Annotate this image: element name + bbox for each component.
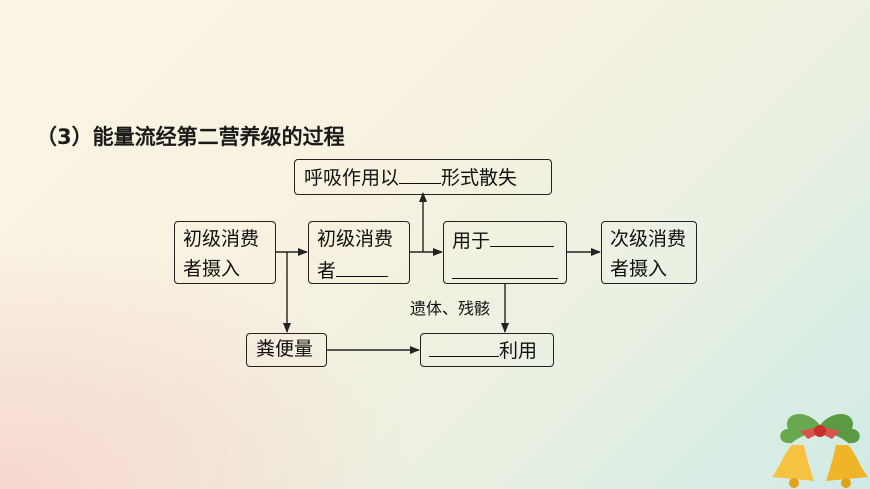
remains-label: 遗体、残骸 [410, 299, 491, 318]
primary-intake-line1: 初级消费 [183, 228, 260, 250]
used-for-box: 用于 [443, 221, 567, 284]
used-for-text: 用于 [452, 230, 491, 252]
page-title: （3）能量流经第二营养级的过程 [36, 125, 345, 149]
primary-consumer-assim-box: 初级消费 者 [308, 221, 410, 284]
primary-consumer-intake-box: 初级消费 者摄入 [174, 221, 276, 284]
respiration-blank[interactable] [399, 161, 442, 184]
feces-text: 粪便量 [256, 338, 314, 360]
respiration-text-before: 呼吸作用以 [304, 167, 400, 189]
primary-assim-line2: 者 [317, 260, 337, 282]
christmas-bells-decoration [772, 413, 868, 488]
decomposer-box: 利用 [420, 333, 554, 367]
used-for-blank-1[interactable] [490, 224, 555, 247]
respiration-box: 呼吸作用以 形式散失 [294, 159, 552, 195]
respiration-text-after: 形式散失 [441, 167, 518, 189]
primary-assim-line1: 初级消费 [317, 228, 394, 250]
secondary-line1: 次级消费 [610, 228, 687, 250]
background-glow [0, 229, 420, 489]
used-for-blank-2[interactable] [452, 256, 558, 279]
secondary-line2: 者摄入 [610, 258, 668, 280]
assim-blank[interactable] [336, 254, 389, 277]
decomposer-text: 利用 [499, 340, 538, 362]
decomposer-blank[interactable] [429, 334, 499, 357]
secondary-consumer-box: 次级消费 者摄入 [601, 221, 697, 284]
feces-box: 粪便量 [246, 333, 327, 367]
primary-intake-line2: 者摄入 [183, 258, 241, 280]
